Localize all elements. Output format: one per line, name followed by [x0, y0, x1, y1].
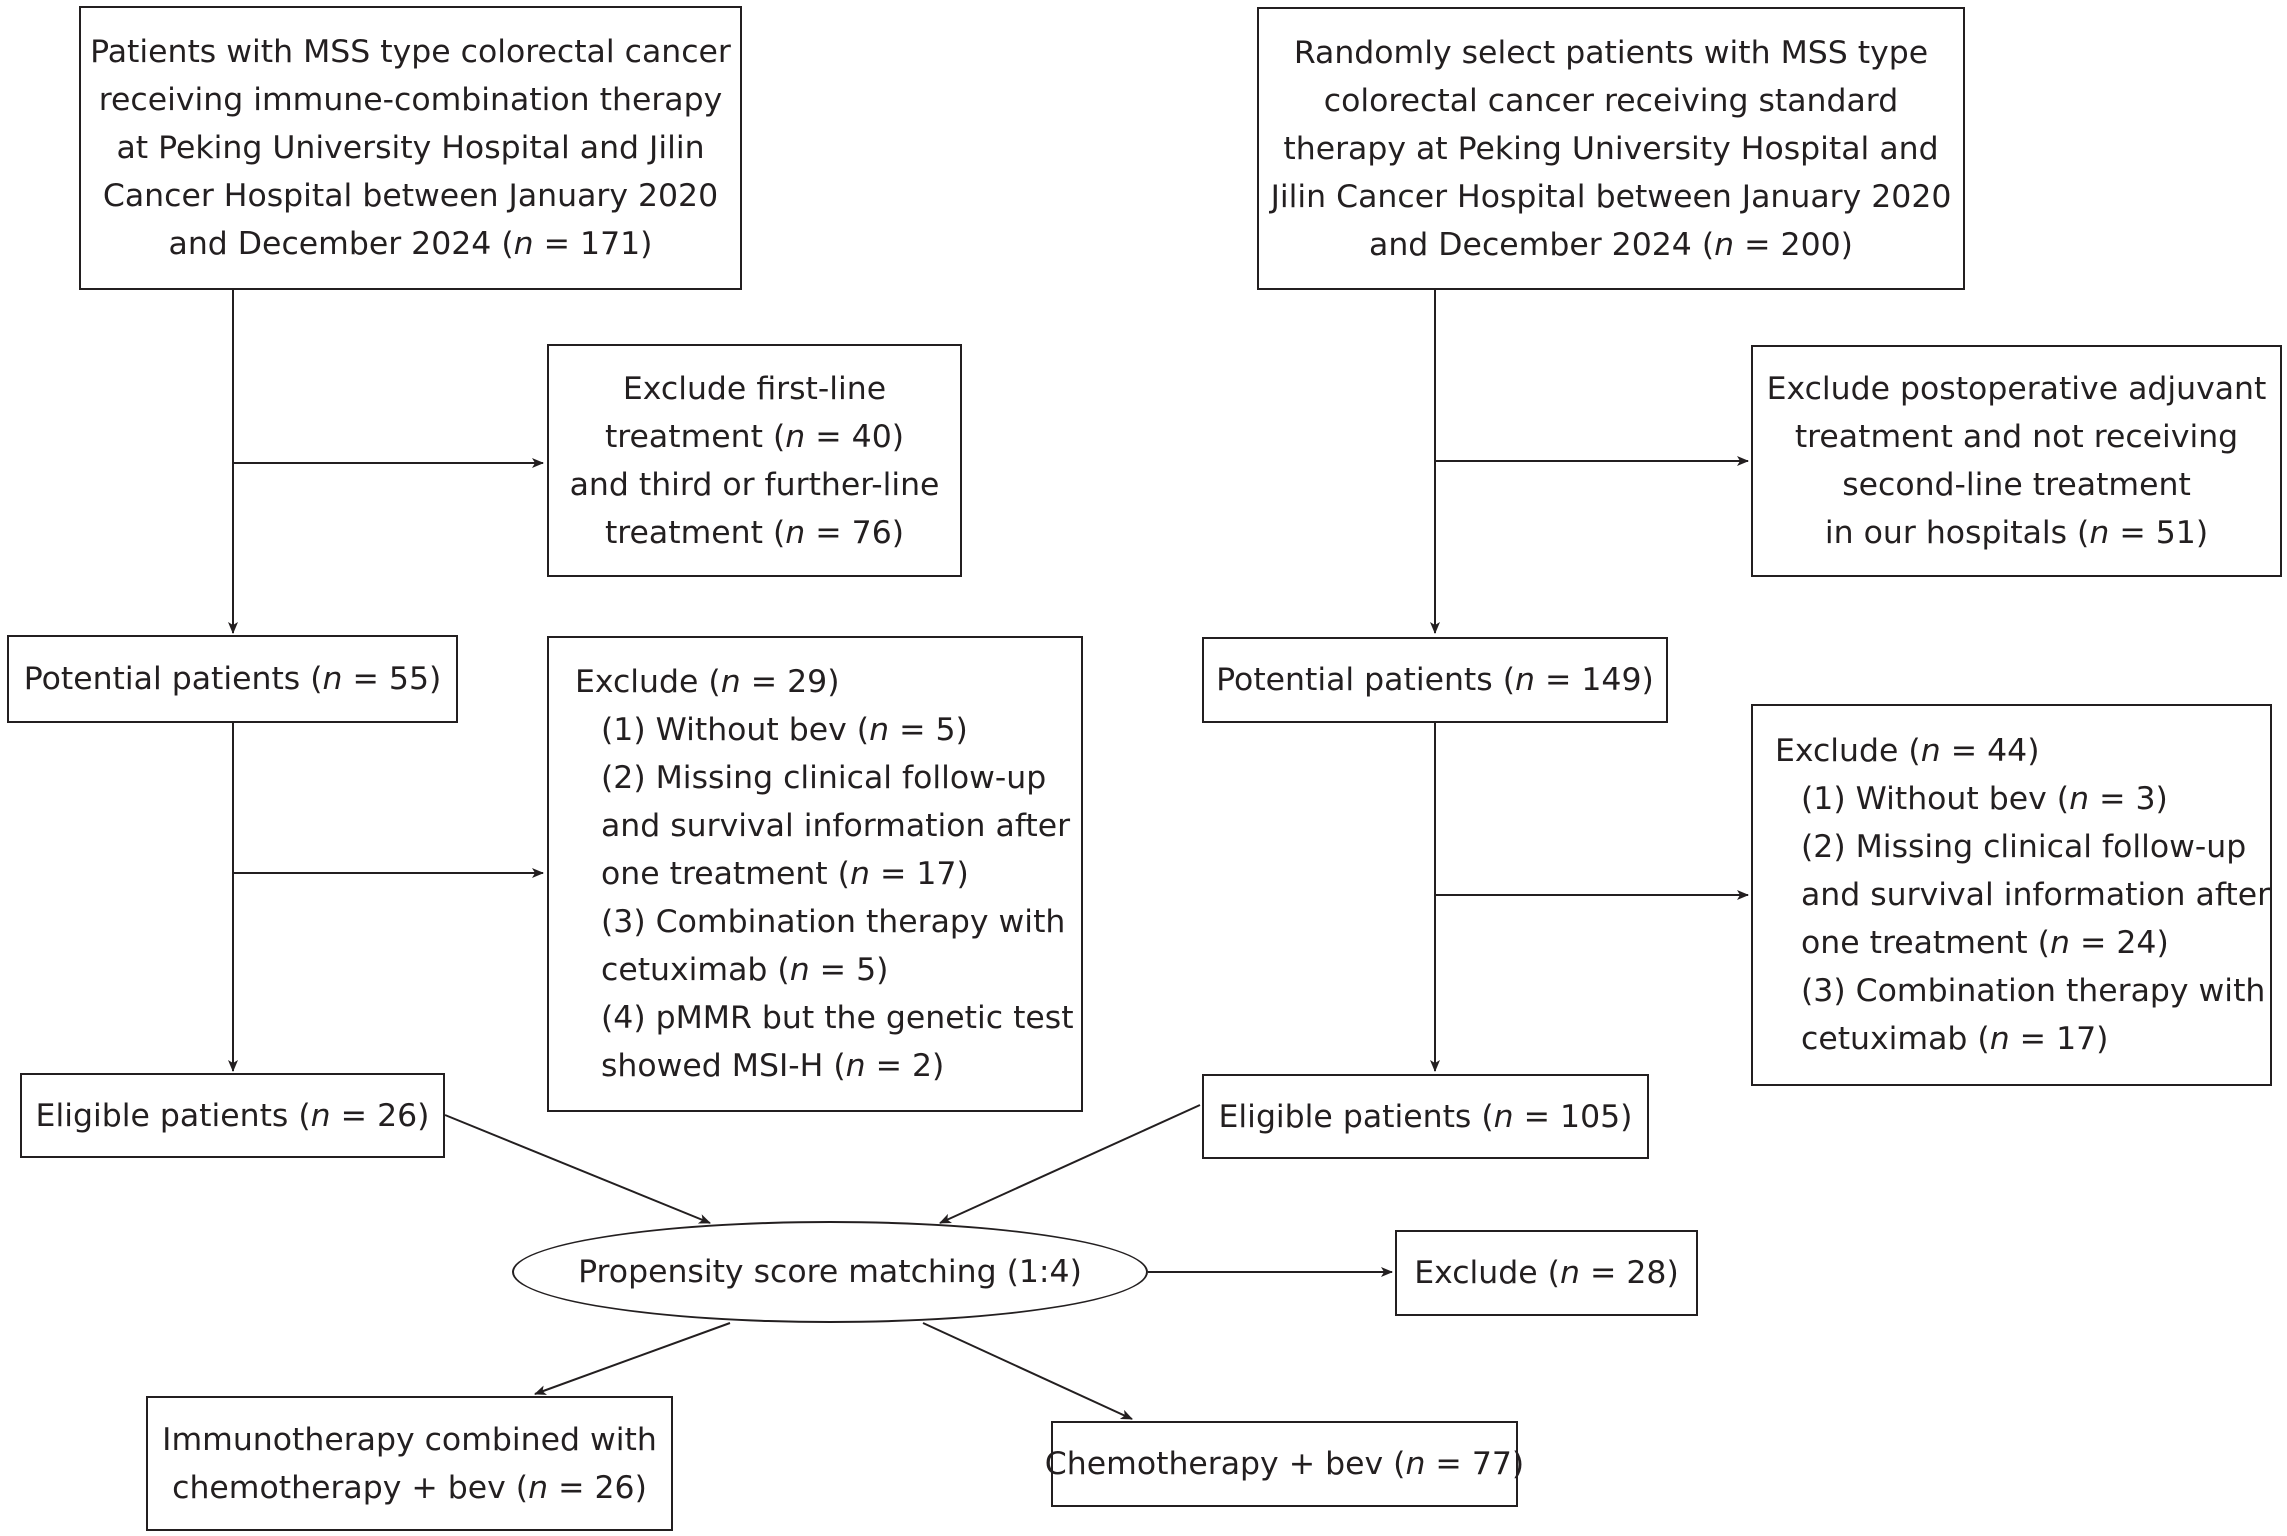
left-exclude2-title: Exclude (n = 29): [575, 664, 840, 700]
psm-exclude-box: Exclude (n = 28): [1395, 1230, 1698, 1316]
left-eligible-box: Eligible patients (n = 26): [20, 1073, 445, 1158]
immuno-outcome-line: chemotherapy + bev (n = 26): [172, 1469, 647, 1506]
psm-exclude-label: Exclude (n = 28): [1414, 1255, 1679, 1291]
chemo-outcome-box: Chemotherapy + bev (n = 77): [1045, 1421, 1524, 1507]
right-exclude2-item: (2) Missing clinical follow-up: [1801, 829, 2247, 865]
right-eligible-label: Eligible patients (n = 105): [1218, 1098, 1633, 1135]
right-source-line: Randomly select patients with MSS type: [1293, 34, 1929, 71]
arrow-left-eligible-to-psm: [444, 1114, 711, 1224]
left-exclude2-item: (3) Combination therapy with: [601, 904, 1066, 940]
right-exclude1-line: in our hospitals (n = 51): [1824, 515, 2209, 551]
left-exclude2-item: one treatment (n = 17): [601, 856, 969, 892]
immuno-outcome-box: Immunotherapy combined with chemotherapy…: [146, 1396, 673, 1531]
right-exclude1-box: Exclude postoperative adjuvant treatment…: [1751, 345, 2282, 577]
left-exclude1-line: and third or further-line: [569, 466, 940, 503]
psm-label: Propensity score matching (1:4): [578, 1254, 1082, 1290]
left-eligible-label: Eligible patients (n = 26): [35, 1097, 430, 1134]
left-potential-label: Potential patients (n = 55): [23, 661, 442, 697]
right-source-box: Randomly select patients with MSS type c…: [1257, 7, 1965, 290]
right-exclude2-item: and survival information after: [1801, 877, 2271, 913]
right-source-line: colorectal cancer receiving standard: [1323, 82, 1899, 119]
left-source-line: receiving immune-combination therapy: [98, 82, 723, 118]
left-exclude1-line: treatment (n = 76): [604, 514, 905, 551]
left-source-line: Cancer Hospital between January 2020: [102, 178, 719, 214]
right-potential-label: Potential patients (n = 149): [1216, 662, 1654, 698]
left-source-line: Patients with MSS type colorectal cancer: [90, 34, 731, 70]
left-exclude1-line: treatment (n = 40): [604, 418, 905, 455]
psm-ellipse: Propensity score matching (1:4): [512, 1221, 1148, 1323]
left-exclude2-item: showed MSI-H (n = 2): [601, 1048, 945, 1084]
arrow-right-eligible-to-psm: [939, 1104, 1201, 1224]
left-exclude2-item: and survival information after: [601, 808, 1071, 844]
right-source-line: Jilin Cancer Hospital between January 20…: [1270, 178, 1952, 215]
left-exclude1-box: Exclude first-line treatment (n = 40) an…: [547, 344, 962, 577]
right-source-line: therapy at Peking University Hospital an…: [1283, 130, 1939, 167]
left-potential-box: Potential patients (n = 55): [7, 635, 458, 723]
chemo-outcome-label: Chemotherapy + bev (n = 77): [1044, 1446, 1525, 1482]
right-exclude1-line: Exclude postoperative adjuvant: [1766, 371, 2267, 407]
left-exclude2-item: (4) pMMR but the genetic test: [601, 1000, 1074, 1036]
immuno-outcome-line: Immunotherapy combined with: [162, 1421, 657, 1458]
right-eligible-box: Eligible patients (n = 105): [1202, 1074, 1649, 1159]
left-exclude1-line: Exclude first-line: [622, 370, 887, 407]
right-exclude2-item: one treatment (n = 24): [1801, 925, 2169, 961]
left-source-box: Patients with MSS type colorectal cancer…: [79, 6, 742, 290]
right-exclude1-line: treatment and not receiving: [1794, 419, 2239, 455]
left-source-line: and December 2024 (n = 171): [168, 226, 653, 262]
arrow-psm-to-chemo: [922, 1322, 1133, 1420]
right-exclude2-item: cetuximab (n = 17): [1801, 1021, 2109, 1057]
right-exclude2-item: (1) Without bev (n = 3): [1801, 781, 2168, 817]
left-exclude2-box: Exclude (n = 29) (1) Without bev (n = 5)…: [547, 636, 1083, 1112]
left-source-line: at Peking University Hospital and Jilin: [116, 130, 705, 166]
right-exclude1-line: second-line treatment: [1842, 467, 2191, 503]
left-exclude2-item: cetuximab (n = 5): [601, 952, 889, 988]
right-exclude2-title: Exclude (n = 44): [1775, 733, 2040, 769]
right-potential-box: Potential patients (n = 149): [1202, 637, 1668, 723]
arrow-psm-to-immuno: [534, 1322, 731, 1395]
right-exclude2-box: Exclude (n = 44) (1) Without bev (n = 3)…: [1751, 704, 2272, 1086]
right-exclude2-item: (3) Combination therapy with: [1801, 973, 2266, 1009]
left-exclude2-item: (1) Without bev (n = 5): [601, 712, 968, 748]
left-exclude2-item: (2) Missing clinical follow-up: [601, 760, 1047, 796]
right-source-line: and December 2024 (n = 200): [1369, 226, 1853, 263]
